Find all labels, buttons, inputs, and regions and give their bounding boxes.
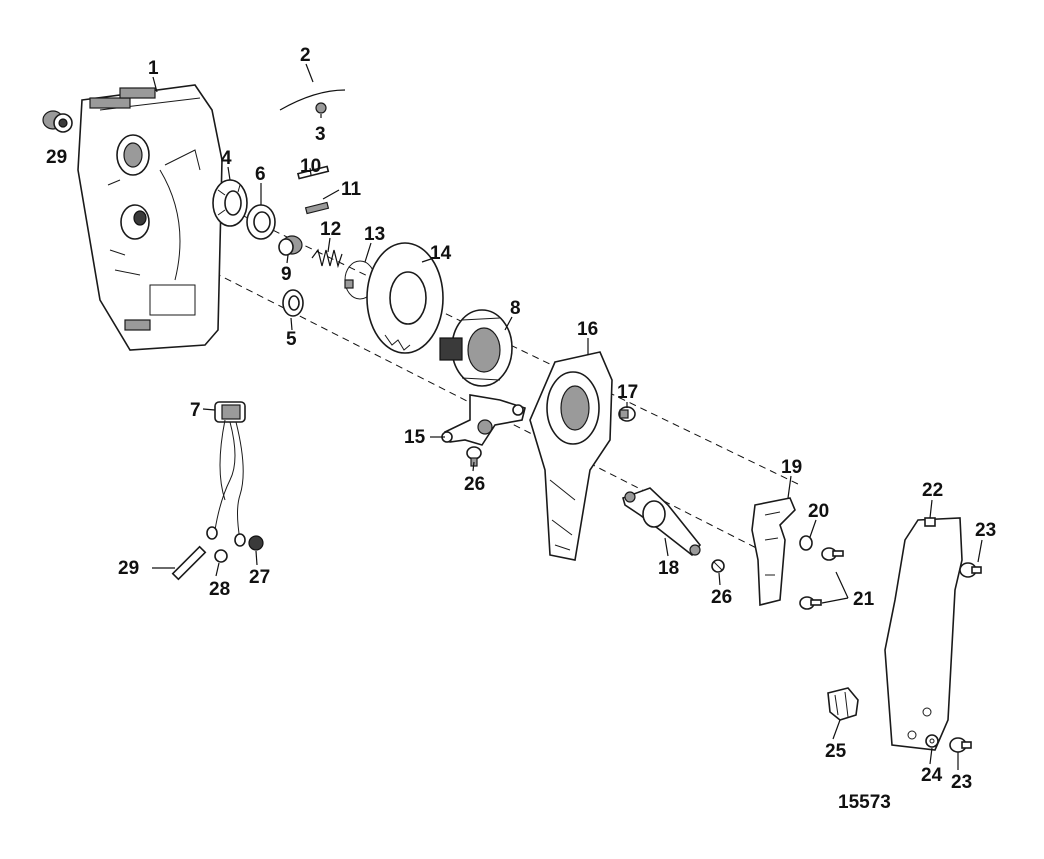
part-22-cover-plate [884, 517, 963, 751]
callout-29b: 29 [118, 558, 139, 579]
callout-13: 13 [364, 224, 385, 245]
callout-2: 2 [300, 45, 311, 66]
callout-18: 18 [658, 558, 679, 579]
callout-26b: 26 [711, 587, 732, 608]
callout-22: 22 [922, 480, 943, 501]
part-3-ball [315, 102, 327, 114]
part-18-lever [622, 487, 702, 557]
callout-1: 1 [148, 58, 159, 79]
part-24-washer [925, 734, 939, 748]
part-21-screws [799, 547, 844, 610]
part-19-bracket [751, 497, 796, 607]
part-14-cam-disk [366, 242, 444, 354]
callout-17: 17 [617, 382, 638, 403]
leader-lines [152, 63, 983, 770]
part-10-pin [296, 165, 330, 180]
part-5-ring [282, 289, 304, 317]
part-28-nut [214, 549, 228, 563]
callout-15: 15 [404, 427, 426, 448]
part-17-screw [618, 406, 636, 422]
callout-4: 4 [221, 148, 232, 169]
part-20-bushing [799, 535, 813, 551]
callout-24: 24 [921, 765, 943, 786]
callout-3: 3 [315, 124, 326, 145]
part-16-frame [529, 351, 613, 561]
callout-5: 5 [286, 329, 297, 350]
part-9-bushing [278, 235, 303, 256]
callout-23: 23 [975, 520, 996, 541]
callout-labels: 1 2 3 4 5 6 7 8 9 10 11 12 13 14 15 16 1… [46, 45, 996, 793]
callout-16: 16 [577, 319, 598, 340]
callout-23b: 23 [951, 772, 972, 793]
part-1-housing [77, 84, 223, 351]
part-2-spring [279, 89, 346, 111]
part-23-screw-upper [959, 562, 982, 578]
callout-29: 29 [46, 147, 67, 168]
part-8-gear [439, 309, 513, 387]
part-12-spring [311, 248, 343, 269]
callout-14: 14 [430, 243, 452, 264]
part-4-detent-plate [212, 179, 248, 227]
callout-8: 8 [510, 298, 521, 319]
callout-25: 25 [825, 741, 847, 762]
part-7-harness [206, 401, 246, 547]
callout-27: 27 [249, 567, 270, 588]
callout-11: 11 [341, 179, 362, 200]
part-23-screw-lower [949, 737, 972, 753]
callout-21: 21 [853, 589, 875, 610]
callout-26: 26 [464, 474, 485, 495]
callout-20: 20 [808, 501, 829, 522]
callout-28: 28 [209, 579, 230, 600]
callout-10: 10 [300, 156, 321, 177]
figure-id: 15573 [838, 792, 891, 813]
callout-6: 6 [255, 164, 266, 185]
callout-7: 7 [190, 400, 201, 421]
callout-9: 9 [281, 264, 292, 285]
part-29-sleeve [171, 545, 207, 581]
callout-12: 12 [320, 219, 341, 240]
part-29-bushing [42, 110, 73, 133]
part-27-nut [248, 535, 264, 551]
part-26-screw-lower [711, 559, 725, 573]
part-11-pin [304, 201, 330, 215]
part-15-shift-lever [441, 394, 526, 446]
part-6-washer [246, 204, 276, 240]
part-25-knob [827, 687, 859, 721]
callout-19: 19 [781, 457, 802, 478]
